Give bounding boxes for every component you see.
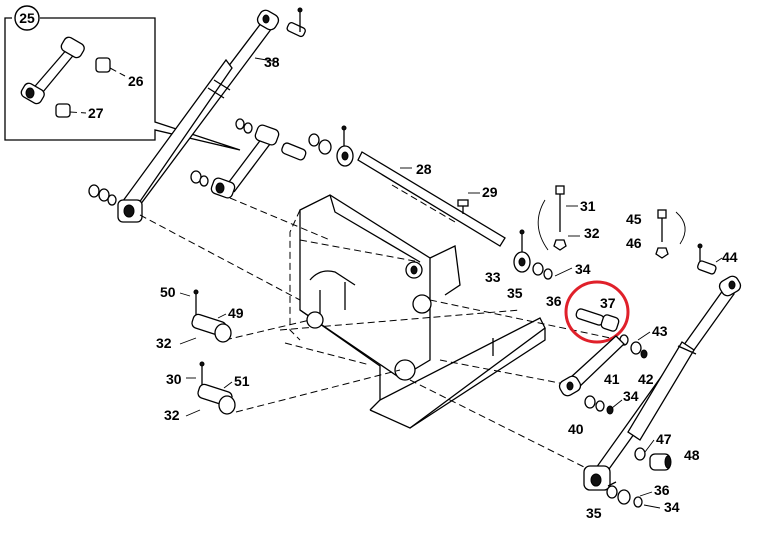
callout-32c: 32 (164, 407, 180, 423)
callout-36b: 36 (654, 482, 670, 498)
right-bearing-set: 33 35 36 34 (485, 229, 591, 309)
callout-50: 50 (160, 284, 176, 300)
callout-30: 30 (166, 371, 182, 387)
assembly-lines (139, 197, 621, 471)
callout-28: 28 (416, 161, 432, 177)
callout-48: 48 (684, 447, 700, 463)
callout-51: 51 (234, 373, 250, 389)
callout-29: 29 (482, 184, 498, 200)
linkage-pin (281, 142, 307, 161)
callout-25: 25 (19, 10, 35, 26)
callout-34a: 34 (575, 261, 591, 277)
callout-36a: 36 (546, 293, 562, 309)
pin-49-assembly: 50 49 32 (156, 284, 244, 351)
washers-42-43: 43 42 (619, 323, 668, 387)
callout-circle-25 (14, 5, 40, 31)
left-hydraulic-cylinder: 38 (117, 9, 280, 223)
callout-35b: 35 (586, 505, 602, 521)
pin-44: 44 (697, 243, 738, 275)
callout-41: 41 (604, 371, 620, 387)
callout-37: 37 (600, 295, 616, 311)
callout-46: 46 (626, 235, 642, 251)
callout-34b: 34 (623, 388, 639, 404)
callout-32a: 32 (584, 225, 600, 241)
callout-35a: 35 (507, 285, 523, 301)
bushing-47-48: 47 48 (634, 431, 700, 471)
callout-27: 27 (88, 105, 104, 121)
callout-45: 45 (626, 211, 642, 227)
callout-38: 38 (264, 54, 280, 70)
callout-47: 47 (656, 431, 672, 447)
callout-42: 42 (638, 371, 654, 387)
highlight-circle (564, 280, 630, 344)
left-base-washers (88, 184, 117, 206)
inset-box-25: 25 26 27 (4, 5, 241, 151)
callout-44: 44 (722, 249, 738, 265)
right-hydraulic-cylinder (583, 275, 742, 491)
bolt-29: 29 (457, 184, 498, 214)
inset-bushing-27 (55, 103, 71, 118)
inset-link-arm (20, 36, 85, 105)
callout-49: 49 (228, 305, 244, 321)
callout-34c: 34 (664, 499, 680, 515)
callout-26: 26 (128, 73, 144, 89)
linkage-arm (190, 118, 307, 199)
bolt-45-detail: 45 46 (626, 209, 686, 259)
callout-43: 43 (652, 323, 668, 339)
part-37-pin-highlighted: 37 (564, 280, 630, 344)
top-bearing-set (308, 125, 354, 167)
callout-40: 40 (568, 421, 584, 437)
bottom-washers: 36 34 35 (586, 481, 680, 521)
loader-frame (279, 194, 546, 429)
inset-bushing-26 (95, 57, 111, 73)
callout-31: 31 (580, 198, 596, 214)
pin-51-assembly: 30 51 32 (164, 361, 250, 423)
callout-32b: 32 (156, 335, 172, 351)
top-pin (286, 7, 306, 38)
callout-33: 33 (485, 269, 501, 285)
long-shaft-28: 28 (357, 151, 506, 247)
bolt-31-detail: 31 32 (537, 185, 600, 251)
lower-linkage-arm: 41 40 34 (558, 335, 639, 437)
